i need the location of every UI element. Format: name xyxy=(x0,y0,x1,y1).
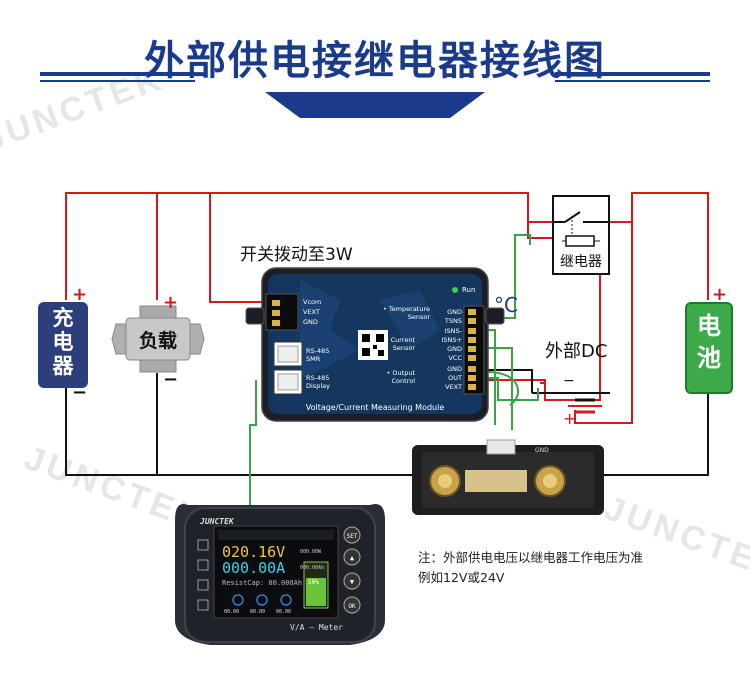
load-device xyxy=(111,305,205,373)
battery-box: 电池 xyxy=(685,302,733,394)
meter-power: 000.00W xyxy=(300,549,322,555)
meter-text: JUNCTEK 020.16V 000.00A 000.00W 000.00Ah… xyxy=(199,517,358,632)
module-terminal-left-2: VEXT xyxy=(303,308,320,316)
module-terminal-right-6: VCC xyxy=(448,354,462,362)
meter-percent: 50% xyxy=(308,579,319,586)
meter-button-down: ▼ xyxy=(350,578,355,586)
external-dc-symbol: − + xyxy=(560,373,610,428)
load-plus: + xyxy=(163,292,178,313)
battery-label: 电池 xyxy=(697,312,721,372)
load-minus: − xyxy=(163,369,178,390)
meter-label: V/A — Meter xyxy=(290,623,343,632)
meter-display xyxy=(175,504,385,645)
external-dc-label: 外部DC xyxy=(545,341,607,362)
note-text: 注：外部供电电压以继电器工作电压为准 例如12V或24V xyxy=(418,548,708,588)
module-terminal-left-3: GND xyxy=(303,318,318,326)
meter-brand: JUNCTEK xyxy=(199,517,235,526)
meter-resist: ResistCap: 00.000Ah xyxy=(222,579,302,587)
external-dc-minus: − xyxy=(563,373,575,389)
polarity-markers: + − + − + − xyxy=(72,284,727,403)
red-wires xyxy=(65,192,709,424)
black-wires xyxy=(65,369,709,476)
battery-plus: + xyxy=(712,284,727,305)
shunt-resistor: GND xyxy=(412,439,604,515)
module-terminal-right-9: VEXT xyxy=(445,383,462,391)
shunt-gnd-label: GND xyxy=(535,447,549,454)
charger-box: 充电器 xyxy=(38,302,88,388)
charger-plus: + xyxy=(72,284,87,305)
charger-label: 充电器 xyxy=(52,306,74,378)
module-run-label: Run xyxy=(462,286,475,294)
meter-button-ok: OK xyxy=(348,603,356,610)
meter-ah: 000.00Ah xyxy=(300,565,324,571)
title-ornament xyxy=(40,72,710,118)
module-terminal-left-1: Vcom xyxy=(303,298,321,306)
page-title: 外部供电接继电器接线图 xyxy=(144,37,606,84)
meter-button-up: ▲ xyxy=(350,554,355,562)
module-terminal-right-5: GND xyxy=(447,345,462,353)
module-name: Voltage/Current Measuring Module xyxy=(306,403,445,412)
meter-button-set: SET xyxy=(347,533,358,540)
green-wires xyxy=(249,234,539,515)
note-line: 注：外部供电电压以继电器工作电压为准 例如12V或24V xyxy=(418,550,644,585)
module-terminal-right-7: GND xyxy=(447,365,462,373)
meter-bottom-1: 00.00 xyxy=(224,609,239,615)
relay-label: 继电器 xyxy=(560,254,602,270)
celsius-label: °C xyxy=(494,293,518,317)
external-dc-plus: + xyxy=(563,409,576,428)
switch-note: 开关拨动至3W xyxy=(240,245,353,265)
load-label: 负载 xyxy=(139,329,177,352)
module-terminal-right-2: TSNS xyxy=(444,317,462,325)
meter-bottom-3: 00.00 xyxy=(276,609,291,615)
meter-voltage: 020.16V xyxy=(222,543,285,561)
relay xyxy=(552,195,610,275)
meter-current: 000.00A xyxy=(222,559,285,577)
module-terminal-right-8: OUT xyxy=(448,374,462,382)
module-terminal-right-3: ISNS- xyxy=(445,327,463,335)
measuring-module xyxy=(245,267,505,422)
module-terminal-right-1: GND xyxy=(447,308,462,316)
module-terminal-right-4: ISNS+ xyxy=(442,336,462,344)
meter-bottom-2: 00.00 xyxy=(250,609,265,615)
